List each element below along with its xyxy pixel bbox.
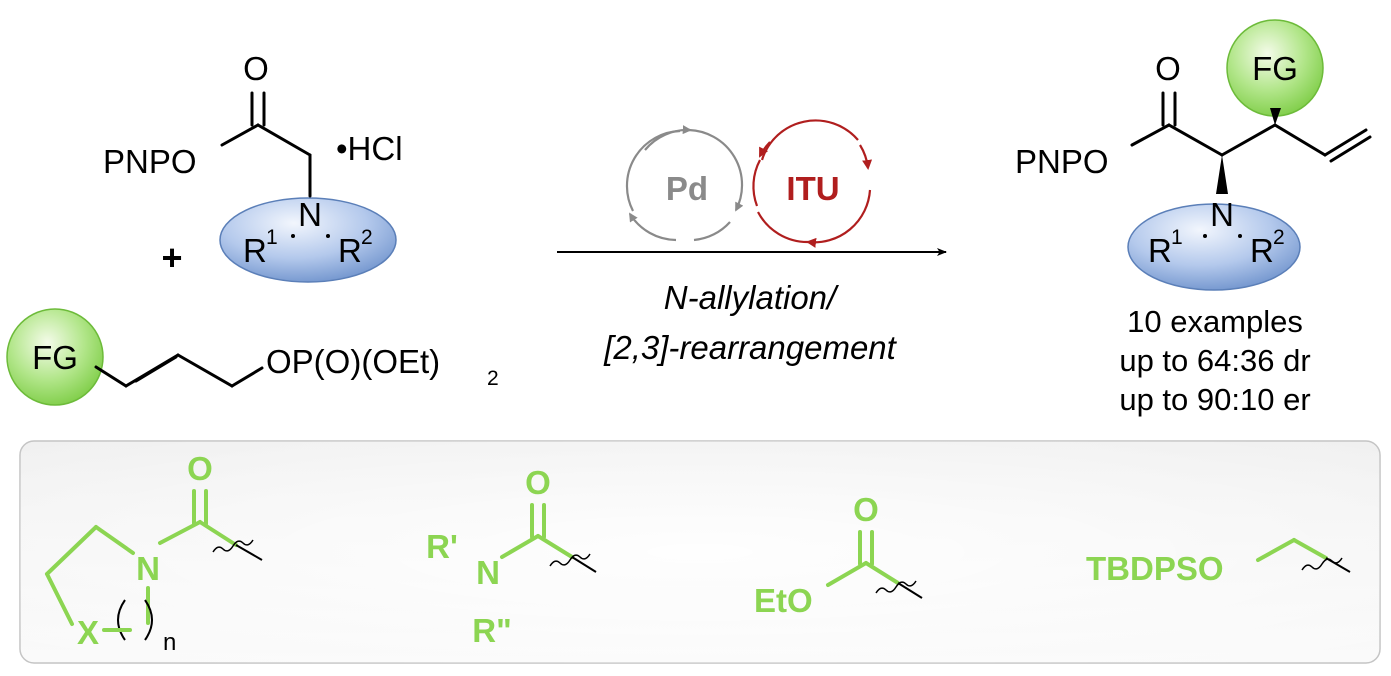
- cyclic-amide-x: X: [77, 614, 99, 651]
- product-wedge-bond-fg: [1270, 108, 1281, 125]
- product-fg-label: FG: [1252, 50, 1298, 87]
- acyclic-amide-nitrogen: N: [476, 554, 500, 591]
- amine-carbonyl-oxygen: O: [243, 50, 269, 87]
- fg-acyclic-amide: O N R' R": [426, 464, 597, 649]
- allyl-fg-label: FG: [32, 339, 78, 376]
- allyl-fg-sphere: [6, 308, 104, 406]
- product-ester-group: PNPO: [1015, 143, 1109, 180]
- fg-examples-panel: O N X n O N R': [19, 440, 1381, 664]
- conditions-line-1: N-allylation/: [664, 279, 839, 316]
- amine-nitrogen: N: [298, 196, 322, 233]
- amine-r2-superscript: 2: [361, 226, 373, 249]
- fg-silyl-ether: TBDPSO: [1086, 538, 1351, 587]
- pd-cycle: Pd: [625, 125, 744, 242]
- acyclic-amide-oxygen: O: [525, 464, 551, 501]
- amine-blue-ellipse: [219, 197, 397, 283]
- cyclic-amide-n-subscript: n: [163, 629, 176, 656]
- results-er: up to 90:10 er: [1119, 382, 1311, 417]
- conditions-line-2: [2,3]-rearrangement: [603, 329, 897, 366]
- itu-catalyst-label: ITU: [786, 170, 839, 207]
- product-r1-superscript: 1: [1171, 226, 1183, 249]
- reactant-amine: O PNPO •HCl N R 1 R 2: [103, 50, 403, 283]
- amine-r2: R: [338, 232, 362, 269]
- product-wedge-bond-n: [1216, 155, 1228, 194]
- product-r1: R: [1148, 232, 1172, 269]
- amine-ester-group: PNPO: [103, 143, 197, 180]
- product-blue-ellipse: [1127, 203, 1301, 291]
- fg-cyclic-amide: O N X n: [45, 450, 263, 656]
- silyl-ether-label: TBDPSO: [1086, 550, 1224, 587]
- product-nitrogen: N: [1210, 196, 1234, 233]
- results-examples: 10 examples: [1127, 304, 1303, 339]
- acyclic-amide-r-prime: R': [426, 528, 458, 565]
- product-r2-superscript: 2: [1273, 226, 1285, 249]
- amine-hcl-salt: •HCl: [336, 130, 403, 167]
- plus-sign: +: [161, 237, 182, 278]
- amine-r1: R: [243, 232, 267, 269]
- allyl-leaving-group-subscript: 2: [487, 367, 499, 390]
- results-dr: up to 64:36 dr: [1119, 343, 1311, 378]
- cyclic-amide-nitrogen: N: [136, 550, 160, 587]
- product: FG O PNPO N R 1 R 2: [1015, 19, 1372, 291]
- ester-eto: EtO: [754, 582, 813, 619]
- cyclic-amide-oxygen: O: [187, 450, 213, 487]
- reactant-allyl-phosphate: FG OP(O)(OEt) 2: [6, 308, 499, 406]
- catalytic-cycles: Pd ITU N-allylation/ [2,3]-rearrangement: [557, 119, 947, 366]
- allyl-leaving-group: OP(O)(OEt): [266, 343, 440, 380]
- ester-oxygen: O: [853, 491, 879, 528]
- pd-catalyst-label: Pd: [666, 170, 708, 207]
- product-r2: R: [1250, 232, 1274, 269]
- amine-r1-superscript: 1: [266, 226, 278, 249]
- itu-cycle: ITU: [752, 119, 873, 248]
- acyclic-amide-r-double-prime: R": [472, 612, 511, 649]
- fg-ester: O EtO: [754, 491, 923, 619]
- product-carbonyl-oxygen: O: [1155, 50, 1181, 87]
